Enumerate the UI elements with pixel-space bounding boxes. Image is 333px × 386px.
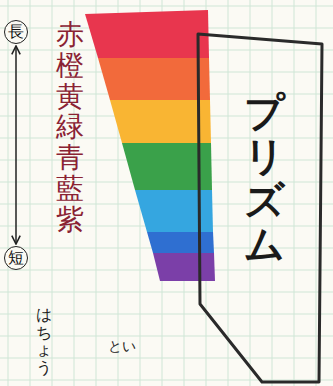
grid-line xyxy=(0,292,333,293)
grid-line xyxy=(294,0,295,386)
circled-char: 長 xyxy=(8,24,24,40)
side-note: とい xyxy=(108,338,136,356)
prism-label: プリズム xyxy=(244,90,284,266)
grid-line xyxy=(96,0,97,386)
grid-line xyxy=(228,0,229,386)
grid-line xyxy=(30,0,31,386)
grid-line xyxy=(0,6,333,7)
short-circle: 短 xyxy=(4,246,28,270)
prism-outline xyxy=(198,34,322,382)
spectrum xyxy=(85,10,215,281)
double-arrow xyxy=(15,46,17,244)
violet-band xyxy=(153,253,215,281)
prism-shape: プリズム xyxy=(195,32,325,384)
grid-line xyxy=(0,380,333,381)
blue-band xyxy=(147,232,214,253)
orange-band xyxy=(98,58,210,100)
wavelength-note: はちょう xyxy=(36,306,52,376)
yellow-band xyxy=(110,100,211,143)
circled-char: 短 xyxy=(8,250,24,266)
grid-line xyxy=(316,0,317,386)
grid-line xyxy=(8,0,9,386)
red-band xyxy=(85,10,209,58)
long-circle: 長 xyxy=(4,20,28,44)
color-names: 赤橙黄緑青藍紫 xyxy=(56,20,84,236)
light-blue-band xyxy=(135,190,213,232)
